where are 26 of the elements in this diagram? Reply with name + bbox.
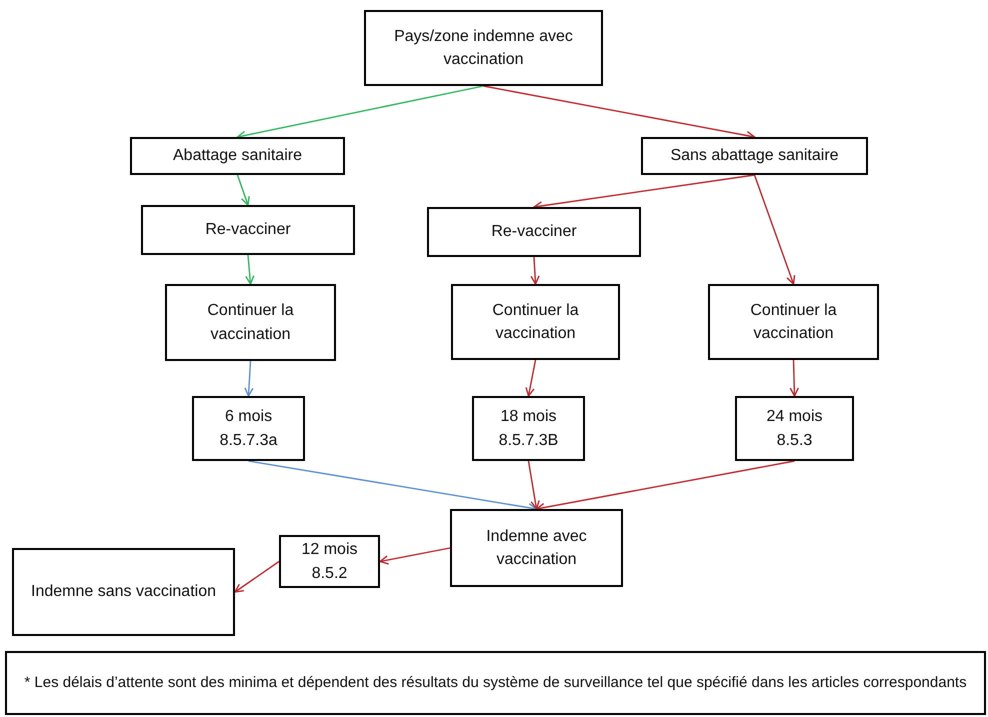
arrow [234, 560, 280, 593]
process-box: Pays/zone indemne avec vaccination [364, 10, 603, 86]
process-box: Sans abattage sanitaire [641, 137, 868, 175]
process-box: Indemne avec vaccination [450, 509, 623, 587]
arrow [379, 547, 450, 565]
arrow [236, 174, 250, 206]
process-box: Continuer la vaccination [708, 284, 879, 360]
arrow [525, 360, 536, 397]
arrow [528, 460, 540, 510]
process-box: Re-vacciner [427, 207, 641, 257]
process-box: Abattage sanitaire [130, 137, 345, 175]
process-box: 18 mois 8.5.7.3B [472, 396, 585, 461]
note-box: * Les délais d’attente sont des minima et dépendent des résultats du système de surveillance tel que spécifié dans les articles correspondants [5, 651, 986, 715]
process-box: Indemne sans vaccination [12, 548, 235, 636]
process-box: Continuer la vaccination [451, 284, 620, 360]
process-box: Continuer la vaccination [165, 284, 336, 361]
arrow [754, 174, 796, 285]
arrow [790, 360, 799, 397]
process-box: 12 mois 8.5.2 [279, 535, 380, 588]
process-box: 24 mois 8.5.3 [735, 396, 854, 461]
process-box: 6 mois 8.5.7.3a [192, 396, 305, 461]
arrow [530, 256, 540, 285]
arrow [245, 254, 254, 285]
process-box: Re-vacciner [141, 205, 355, 255]
arrow [244, 360, 254, 397]
arrow [236, 85, 484, 140]
